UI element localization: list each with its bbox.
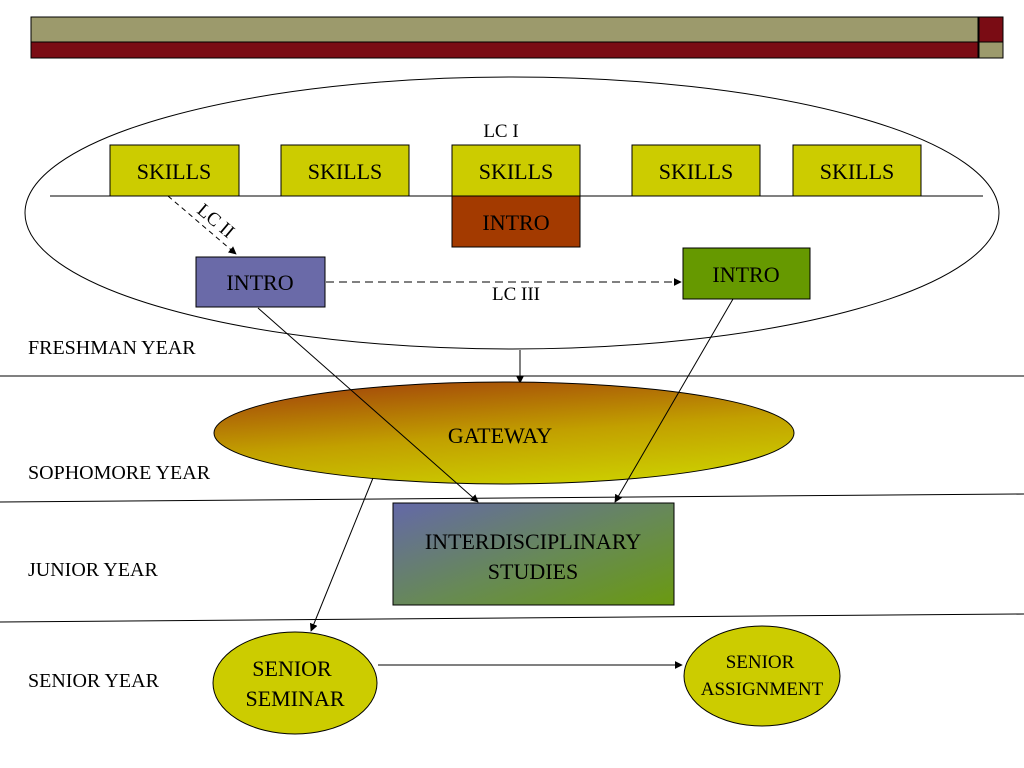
lc3-intro-label: INTRO: [712, 262, 779, 287]
lc2-to-interdisciplinary-arrow: [257, 307, 479, 503]
header-maroon-square: [978, 16, 1004, 43]
senior-seminar-label-line2: SEMINAR: [245, 686, 344, 711]
gateway-to-seminar-arrow: [309, 477, 374, 632]
lc1-intro-box: [451, 195, 581, 248]
lc1-intro-label: INTRO: [482, 210, 549, 235]
lc2-label: LC II: [193, 200, 238, 243]
gateway-label: GATEWAY: [448, 423, 552, 448]
lc2-intro-box: [195, 256, 326, 308]
divider-sophomore-junior: [0, 493, 1024, 503]
skills-label-1: SKILLS: [137, 159, 212, 184]
gateway-ellipse: [213, 381, 795, 485]
interdisciplinary-studies-box: [392, 502, 675, 606]
header-maroon-bar: [30, 41, 979, 59]
interdisciplinary-label-line1: INTERDISCIPLINARY: [425, 529, 641, 554]
skills-box-3: [451, 144, 581, 197]
senior-seminar-ellipse: [212, 631, 378, 735]
header-olive-square: [978, 41, 1004, 59]
senior-seminar-label-line1: SENIOR: [252, 656, 332, 681]
skills-box-2: [280, 144, 410, 197]
skills-box-4: [631, 144, 761, 197]
senior-assignment-label-line1: SENIOR: [726, 652, 795, 673]
senior-year-label: SENIOR YEAR: [28, 670, 160, 692]
senior-assignment-label-line2: ASSIGNMENT: [701, 679, 824, 700]
lc3-intro-box: [682, 247, 811, 300]
lc2-dashed-arrow: [167, 195, 237, 255]
skills-label-3: SKILLS: [479, 159, 554, 184]
skills-label-2: SKILLS: [308, 159, 383, 184]
senior-assignment-ellipse: [683, 625, 841, 727]
skills-label-5: SKILLS: [820, 159, 895, 184]
sophomore-year-label: SOPHOMORE YEAR: [28, 462, 211, 484]
lc3-label: LC III: [492, 284, 540, 305]
lc2-intro-label: INTRO: [226, 270, 293, 295]
freshman-year-label: FRESHMAN YEAR: [28, 337, 196, 359]
divider-junior-senior: [0, 613, 1024, 623]
skills-box-5: [792, 144, 922, 197]
header-olive-bar: [30, 16, 979, 43]
learning-community-ellipse: [24, 76, 1000, 350]
lc3-to-interdisciplinary-arrow: [614, 298, 734, 503]
junior-year-label: JUNIOR YEAR: [28, 559, 158, 581]
interdisciplinary-label-line2: STUDIES: [488, 559, 578, 584]
skills-box-1: [109, 144, 240, 197]
lc1-label: LC I: [483, 121, 518, 142]
header-bars: [30, 16, 1004, 59]
skills-label-4: SKILLS: [659, 159, 734, 184]
skills-row: SKILLS SKILLS SKILLS SKILLS SKILLS: [109, 144, 922, 197]
